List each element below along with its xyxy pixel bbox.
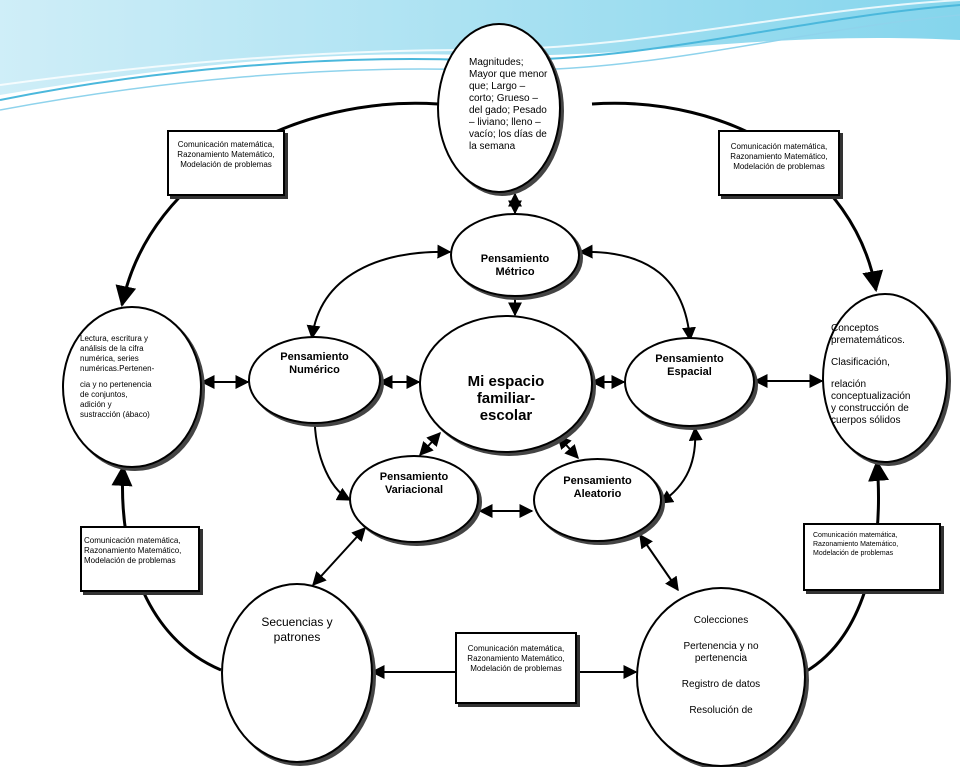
competence-line: Modelación de problemas [733, 162, 825, 171]
competence-box-bottom-right: Comunicación matemática, Razonamiento Ma… [803, 523, 941, 591]
competence-line: Comunicación matemática, [84, 536, 181, 545]
node-line: y construcción de [831, 403, 909, 414]
node-line: Variacional [384, 484, 444, 496]
competence-line: Modelación de problemas [180, 160, 272, 169]
competence-line: Razonamiento Matemático, [813, 541, 899, 548]
node-line: Clasificación, [831, 357, 890, 368]
colecciones-node: Colecciones Pertenencia y no pertenencia… [636, 587, 806, 767]
node-line: relación [831, 379, 867, 390]
node-line: Espacial [667, 366, 712, 378]
node-line: cuerpos sólidos [831, 415, 901, 426]
pensamiento-espacial-node: Pensamiento Espacial [624, 337, 755, 427]
node-line: la semana [469, 141, 516, 152]
pensamiento-numerico-label: Pensamiento Numérico [250, 351, 379, 377]
node-line: Métrico [495, 266, 535, 278]
competence-line: Razonamiento Matemático, [177, 150, 275, 159]
competence-line: Comunicación matemática, [730, 142, 828, 151]
inner-connectors [200, 192, 824, 592]
node-line: Pensamiento [280, 351, 349, 363]
node-line: patrones [273, 630, 321, 644]
pensamiento-metrico-node: Pensamiento Métrico [450, 213, 580, 297]
competence-line: Razonamiento Matemático, [467, 654, 565, 663]
competence-box-top-left: Comunicación matemática, Razonamiento Ma… [167, 130, 285, 196]
center-node: Mi espacio familiar- escolar [419, 315, 593, 453]
competence-box-bottom-left: Comunicación matemática, Razonamiento Ma… [80, 526, 200, 592]
node-line: Lectura, escritura y [80, 334, 149, 343]
pensamiento-espacial-label: Pensamiento Espacial [626, 353, 753, 379]
node-line: Conceptos [831, 323, 879, 334]
competence-line: Razonamiento Matemático, [84, 546, 182, 555]
node-line: pertenencia [694, 653, 748, 664]
lectura-escritura-text: Lectura, escritura y análisis de la cifr… [80, 334, 196, 420]
competence-line: Razonamiento Matemático, [730, 152, 828, 161]
colecciones-text: Colecciones Pertenencia y no pertenencia… [638, 615, 804, 717]
node-line: adición y [80, 400, 112, 409]
node-line: sustracción (ábaco) [80, 410, 150, 419]
node-line: – liviano; lleno – [469, 117, 541, 128]
node-line: Mayor que menor [469, 69, 548, 80]
node-line: numérica, series [80, 354, 139, 363]
pensamiento-metrico-label: Pensamiento Métrico [452, 253, 578, 279]
node-line: numéricas.Pertenen- [80, 364, 155, 373]
node-line: cia y no pertenencia [80, 380, 152, 389]
competence-line: Comunicación matemática, [177, 140, 275, 149]
node-line: análisis de la cifra [80, 344, 144, 353]
pensamiento-aleatorio-label: Pensamiento Aleatorio [535, 475, 660, 501]
center-line: escolar [479, 407, 533, 424]
conceptos-prematematicos-node: Conceptos prematemáticos. Clasificación,… [822, 293, 948, 463]
magnitudes-text: Magnitudes; Mayor que menor que; Largo –… [469, 57, 561, 153]
center-line: Mi espacio [467, 373, 545, 390]
competence-line: Modelación de problemas [813, 550, 894, 557]
node-line: conceptualización [831, 391, 911, 402]
node-line: Resolución de [689, 705, 753, 716]
secuencias-patrones-node: Secuencias y patrones [221, 583, 373, 763]
competence-box-top-right: Comunicación matemática, Razonamiento Ma… [718, 130, 840, 196]
conceptos-prematematicos-text: Conceptos prematemáticos. Clasificación,… [831, 323, 947, 427]
node-line: prematemáticos. [831, 335, 905, 346]
node-line: que; Largo – [469, 81, 526, 92]
center-line: familiar- [476, 390, 536, 407]
node-line: Pensamiento [655, 353, 724, 365]
competence-line: Modelación de problemas [470, 664, 562, 673]
node-line: Aleatorio [573, 488, 622, 500]
pensamiento-variacional-node: Pensamiento Variacional [349, 455, 479, 543]
node-line: corto; Grueso – [469, 93, 538, 104]
node-line: del gado; Pesado [469, 105, 547, 116]
competence-box-bottom-center: Comunicación matemática, Razonamiento Ma… [455, 632, 577, 704]
center-label: Mi espacio familiar- escolar [421, 373, 591, 424]
node-line: Pensamiento [563, 475, 632, 487]
node-line: vacío; los días de [469, 129, 547, 140]
pensamiento-aleatorio-node: Pensamiento Aleatorio [533, 458, 662, 542]
pensamiento-variacional-label: Pensamiento Variacional [351, 471, 477, 497]
competence-line: Comunicación matemática, [467, 644, 565, 653]
node-line: Colecciones [693, 615, 749, 626]
pensamiento-numerico-node: Pensamiento Numérico [248, 336, 381, 424]
node-line: Pensamiento [480, 253, 550, 265]
node-line: Magnitudes; [469, 57, 524, 68]
competence-line: Comunicación matemática, [813, 532, 898, 539]
node-line: Secuencias y [261, 615, 333, 629]
magnitudes-node: Magnitudes; Mayor que menor que; Largo –… [437, 23, 561, 193]
node-line: Pensamiento [379, 471, 449, 483]
lectura-escritura-node: Lectura, escritura y análisis de la cifr… [62, 306, 202, 468]
node-line: Pertenencia y no [683, 641, 759, 652]
competence-line: Modelación de problemas [84, 556, 176, 565]
node-line: Registro de datos [681, 679, 761, 690]
secuencias-patrones-text: Secuencias y patrones [223, 615, 371, 645]
node-line: de conjuntos, [80, 390, 128, 399]
node-line: Numérico [289, 364, 340, 376]
